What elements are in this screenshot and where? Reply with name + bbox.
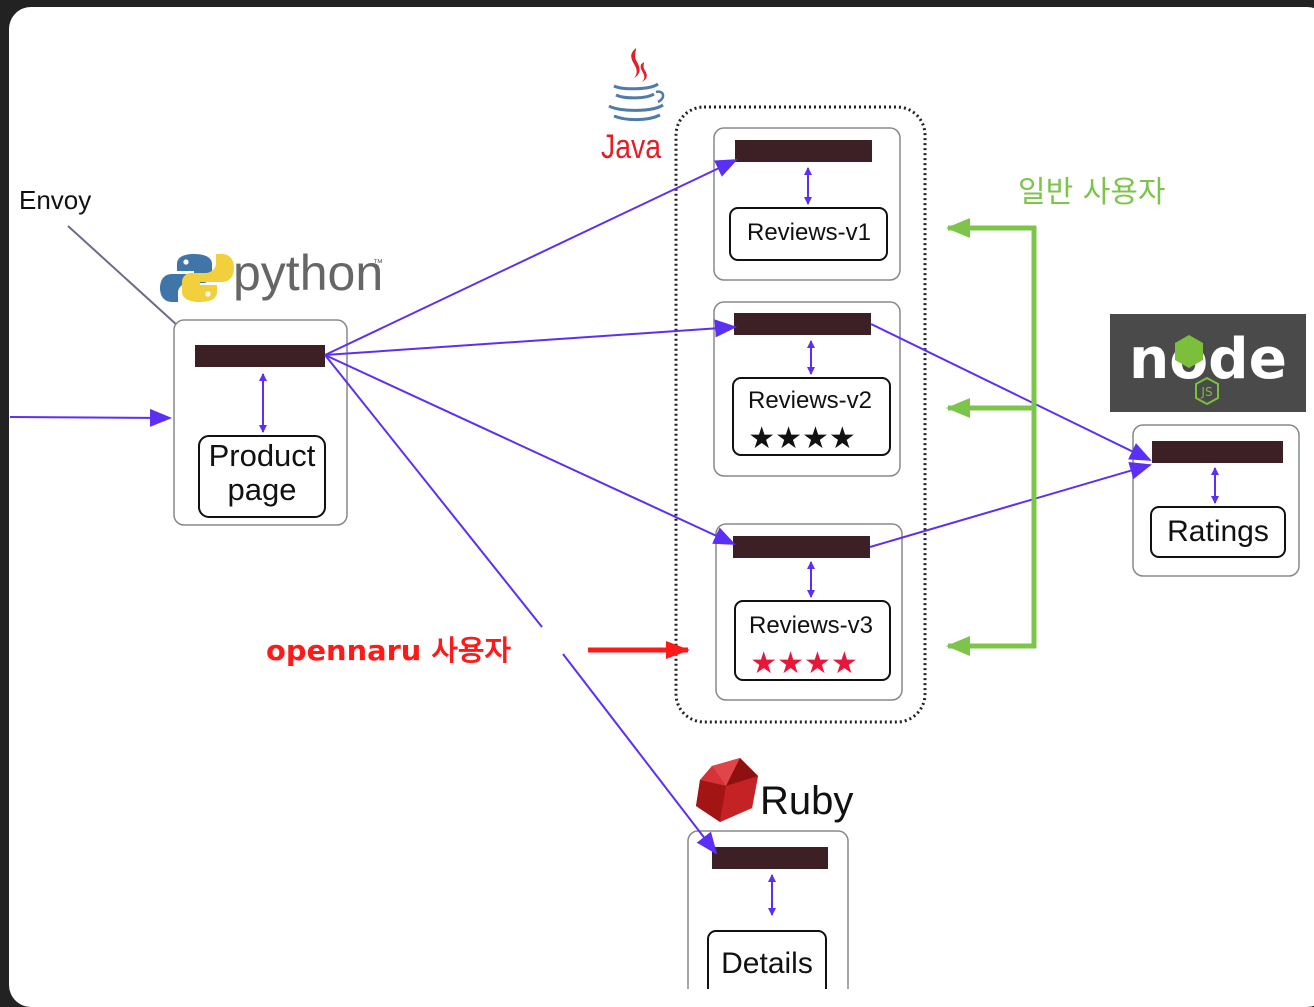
ratings-label: Ratings <box>1167 515 1269 548</box>
reviews-v3-envoy-sidecar <box>733 536 870 558</box>
reviews-v3-label: Reviews-v3 <box>749 612 873 639</box>
productpage-to-reviews-v1-arrow <box>324 159 738 356</box>
productpage-service[interactable]: Product page <box>173 319 348 526</box>
details-envoy-sidecar <box>712 847 828 869</box>
reviews-group-border <box>674 105 927 724</box>
reviews-v2-service[interactable]: Reviews-v2 ★★★★ <box>713 301 901 477</box>
productpage-to-reviews-v3-arrow <box>324 354 736 545</box>
python-logo-text: python <box>233 245 383 301</box>
reviews-v1-label: Reviews-v1 <box>747 219 871 246</box>
reviews-v2-app-box <box>732 377 891 456</box>
productpage-to-details-arrow-part2 <box>562 653 718 855</box>
envoy-label: Envoy <box>19 185 91 215</box>
reviews-v2-label: Reviews-v2 <box>748 387 872 414</box>
java-logo-text: Java <box>601 128 661 166</box>
reviews-v2-stars: ★★★★ <box>748 421 856 456</box>
details-service[interactable]: Details <box>687 830 849 989</box>
reviews-v3-service[interactable]: Reviews-v3 ★★★★ <box>715 523 903 701</box>
productpage-to-reviews-v2-arrow <box>324 319 737 356</box>
ruby-logo-text: Ruby <box>760 779 853 823</box>
ratings-service[interactable]: Ratings <box>1132 424 1300 577</box>
reviews-v3-stars: ★★★★ <box>750 646 858 681</box>
ratings-envoy-sidecar <box>1152 441 1283 463</box>
productpage-envoy-sidecar <box>195 345 325 367</box>
details-app-box <box>707 930 827 989</box>
productpage-to-details-arrow-part1 <box>324 354 543 628</box>
productpage-app-box <box>198 435 326 518</box>
ratings-app-box <box>1150 506 1286 558</box>
reviews-v1-app-box <box>729 207 888 261</box>
ruby-logo-icon <box>696 758 758 822</box>
ingress-arrow <box>9 408 172 427</box>
productpage-label-line1: Product <box>209 438 316 473</box>
productpage-label-line2: page <box>228 472 297 507</box>
nodejs-logo-text: node <box>1129 327 1287 392</box>
details-label: Details <box>721 947 813 980</box>
python-logo-icon <box>160 254 234 302</box>
opennaru-users-label: opennaru 사용자 <box>266 634 511 667</box>
reviews-v3-app-box <box>734 600 891 681</box>
reviews-v1-envoy-sidecar <box>735 140 872 162</box>
nodejs-logo-icon: node JS <box>1110 314 1306 412</box>
reviews-v2-to-ratings-arrow <box>870 323 1152 461</box>
general-users-label: 일반 사용자 <box>1018 175 1166 210</box>
reviews-v1-service[interactable]: Reviews-v1 <box>713 127 901 281</box>
java-logo-icon <box>608 48 665 122</box>
reviews-v3-to-ratings-arrow <box>869 461 1152 548</box>
general-users-routing <box>946 218 1037 656</box>
reviews-v2-envoy-sidecar <box>734 313 871 335</box>
python-trademark: ™ <box>373 258 383 269</box>
nodejs-js-badge: JS <box>1200 385 1212 399</box>
